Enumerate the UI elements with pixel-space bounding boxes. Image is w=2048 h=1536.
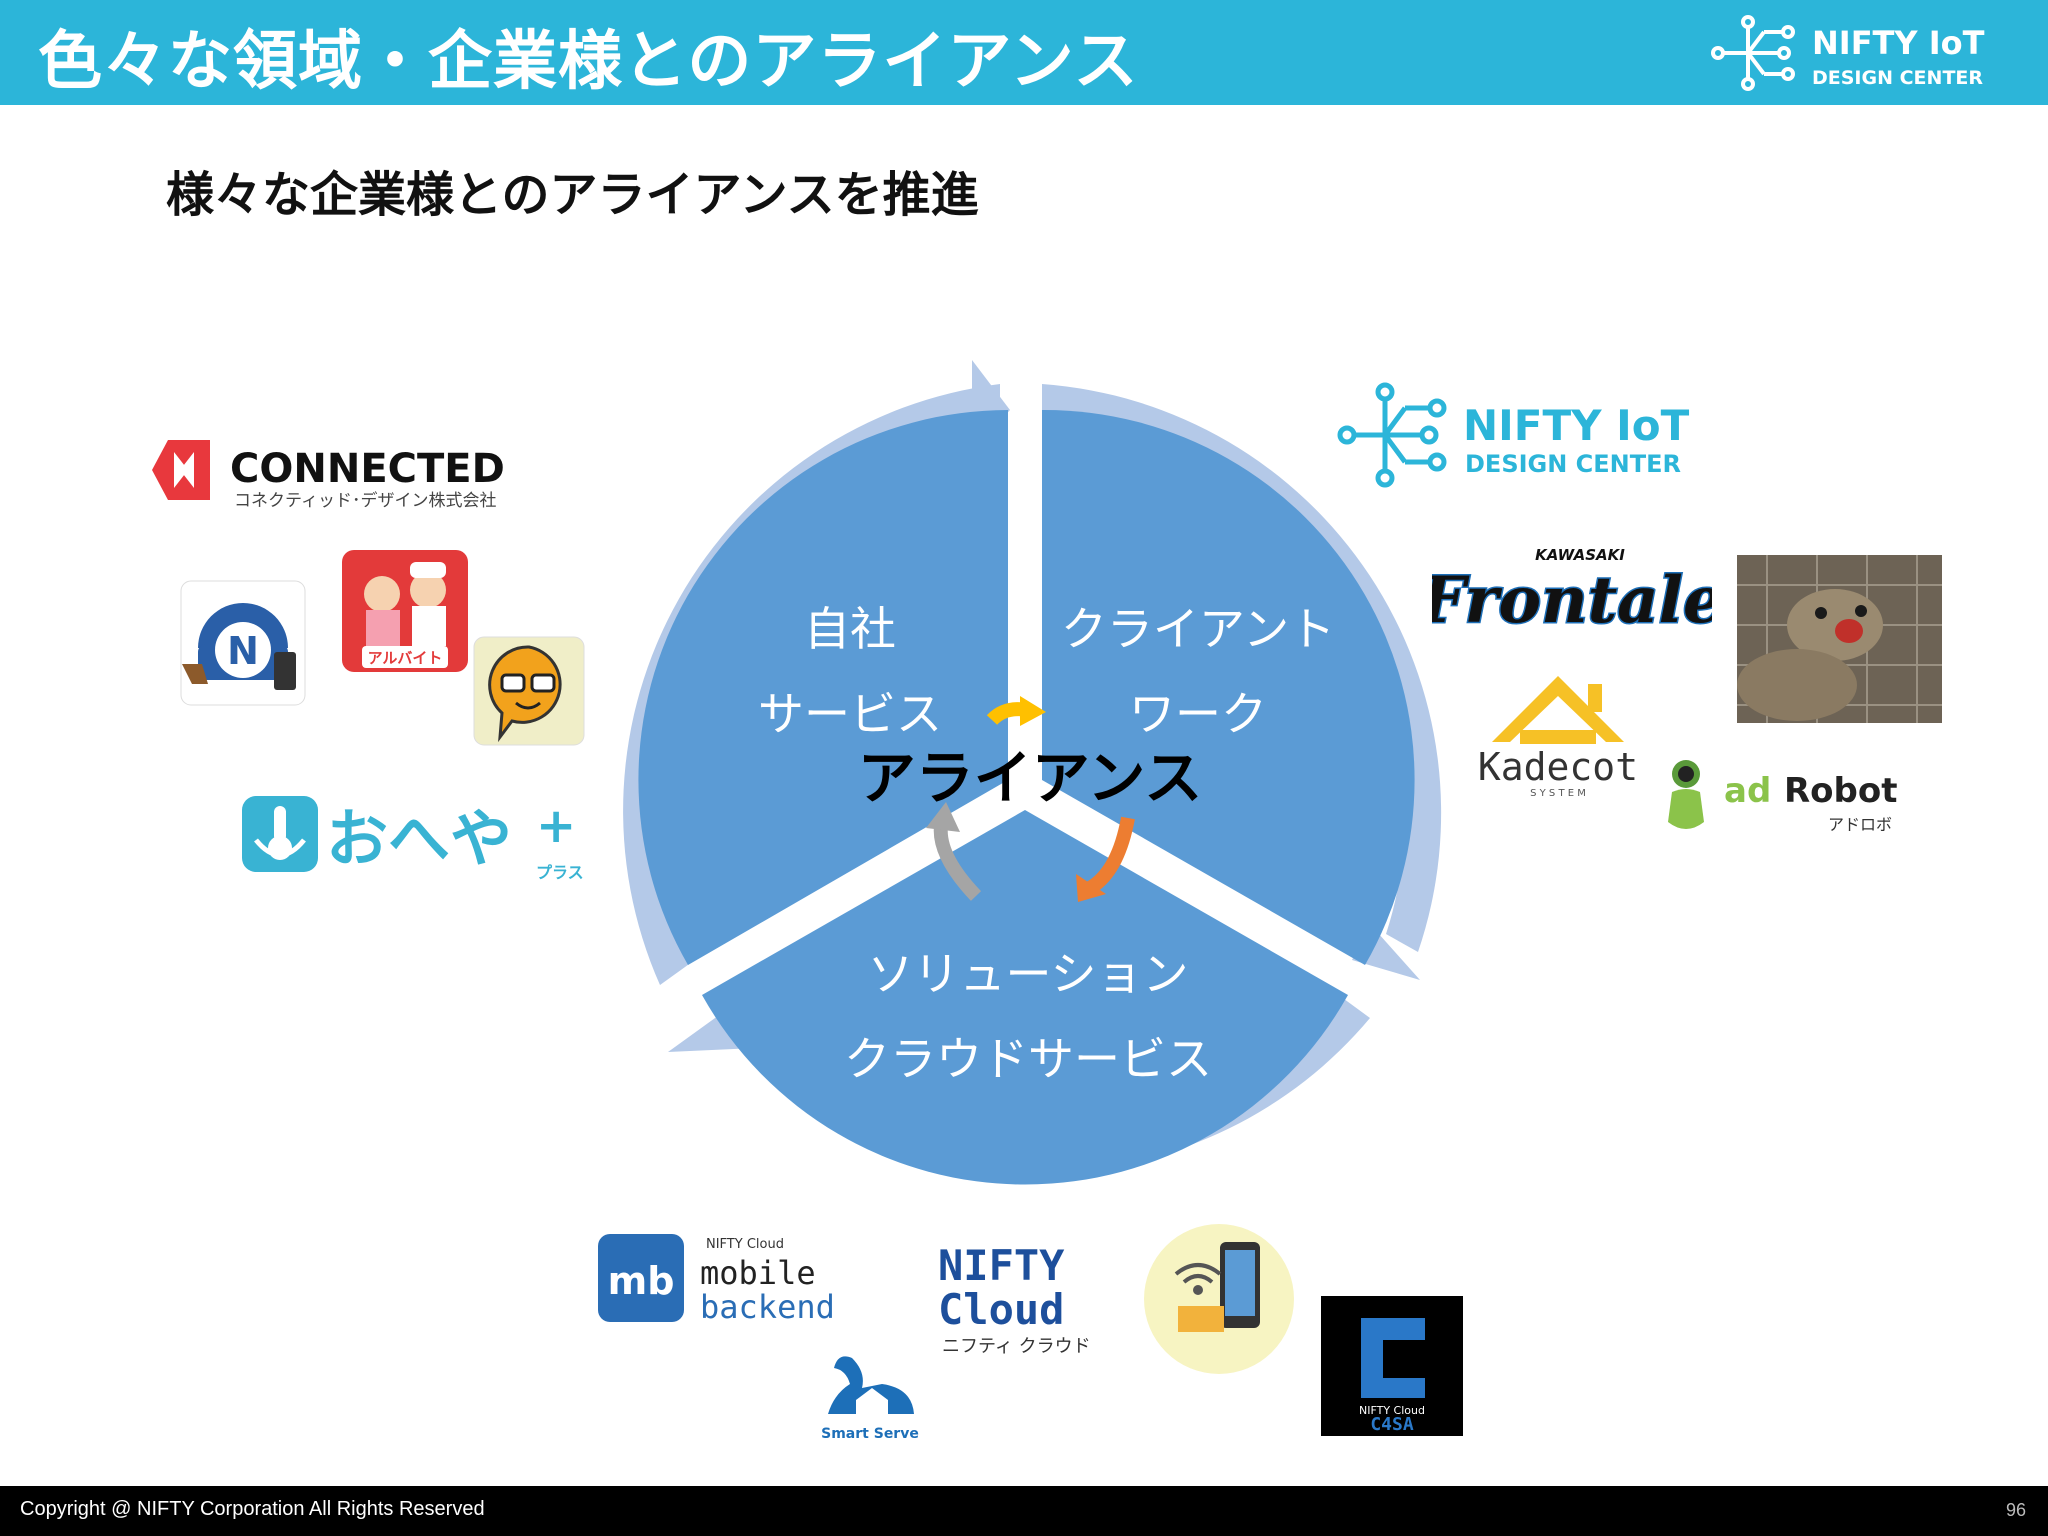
kadecot-logo: Kadecot S Y S T E M	[1480, 676, 1638, 799]
segment-own-line2: サービス	[758, 687, 942, 741]
iot-logo-line1: NIFTY IoT	[1463, 401, 1690, 450]
iot-logo-line2: DESIGN CENTER	[1465, 450, 1681, 478]
adrobot-logo: ad Robot アドロボ	[1668, 760, 1898, 834]
footer-bar: Copyright @ NIFTY Corporation All Rights…	[0, 1486, 2048, 1536]
pie-segment-client-work	[1042, 409, 1415, 965]
connected-name: CONNECTED	[230, 446, 505, 492]
arbeit-app-icon: アルバイト	[342, 550, 468, 672]
mb-line2: backend	[700, 1288, 835, 1326]
oheya-plus-sign: +	[536, 798, 576, 854]
frontale-main-text: Frontale	[1432, 563, 1712, 638]
mb-icon-text: mb	[608, 1259, 675, 1303]
oheya-main-text: おへや	[326, 802, 512, 875]
orange-character-app-icon	[473, 636, 585, 746]
connected-logo: CONNECTED コネクティッド･デザイン株式会社	[152, 440, 505, 510]
n-wallet-app-icon: N	[180, 580, 306, 706]
header-logo-line1: NIFTY IoT	[1812, 24, 1985, 62]
c4sa-main-text: C4SA	[1370, 1414, 1414, 1435]
nifty-cloud-mobile-backend-logo: mb NIFTY Cloud mobile backend	[598, 1234, 835, 1326]
nifty-cloud-logo: NIFTY Cloud ニフティ クラウド	[938, 1241, 1091, 1357]
page-number: 96	[2005, 1500, 2026, 1520]
segment-client-line1: クライアント	[1061, 602, 1335, 656]
oheya-subtitle: プラス	[536, 863, 584, 882]
nifty-iot-design-center-logo: NIFTY IoT DESIGN CENTER	[1337, 382, 1690, 488]
smart-serve-text: Smart Serve	[821, 1426, 919, 1442]
iot-device-icon	[1144, 1224, 1294, 1374]
kawasaki-frontale-logo: KAWASAKI Frontale	[1432, 546, 1712, 640]
nifty-cloud-line1: NIFTY	[938, 1241, 1065, 1290]
segment-client-line2: ワーク	[1129, 687, 1267, 741]
c4sa-small-text: NIFTY Cloud	[1359, 1404, 1425, 1417]
inner-arrow-orange	[1086, 816, 1135, 895]
segment-own-line1: 自社	[804, 602, 896, 656]
segment-solution-line2: クラウドサービス	[844, 1032, 1212, 1086]
frontale-small-text: KAWASAKI	[1535, 546, 1625, 564]
arbeit-label: アルバイト	[368, 649, 443, 667]
connected-subtitle: コネクティッド･デザイン株式会社	[234, 490, 496, 510]
network-icon	[1337, 382, 1447, 488]
adrobot-robot-text: Robot	[1784, 771, 1898, 811]
slide-title: 色々な領域・企業様とのアライアンス	[38, 25, 1139, 99]
header-logo-line2: DESIGN CENTER	[1812, 67, 1983, 89]
slide-subtitle: 様々な企業様とのアライアンスを推進	[166, 167, 979, 223]
mongoose-photo	[1737, 555, 1942, 723]
kadecot-main-text: Kadecot	[1480, 745, 1638, 789]
ring-arc-left	[623, 384, 1000, 985]
kadecot-subtitle: S Y S T E M	[1530, 788, 1586, 799]
nifty-cloud-c4sa-logo: NIFTY Cloud C4SA	[1321, 1296, 1463, 1436]
oheya-plus-logo: おへや + プラス	[242, 796, 584, 882]
inner-arrow-gray-head	[926, 802, 960, 832]
mb-small-text: NIFTY Cloud	[706, 1237, 784, 1252]
inner-arrow-orange-head	[1076, 874, 1106, 902]
nifty-iot-header-logo: NIFTY IoT DESIGN CENTER	[1711, 15, 1985, 91]
inner-arrow-yellow-head	[1020, 696, 1046, 726]
nifty-cloud-line2: Cloud	[938, 1285, 1064, 1334]
smart-serve-logo: Smart Serve	[821, 1356, 919, 1442]
adrobot-subtitle: アドロボ	[1828, 815, 1892, 834]
pie	[638, 409, 1415, 1185]
pie-segment-own-services	[638, 410, 1008, 965]
nifty-cloud-subtitle: ニフティ クラウド	[942, 1336, 1091, 1357]
center-label-alliance: アライアンス	[858, 744, 1203, 812]
mb-line1: mobile	[700, 1254, 816, 1292]
alliance-cycle-diagram: 自社 サービス クライアント ワーク ソリューション クラウドサービス アライア…	[623, 360, 1442, 1185]
adrobot-ad-text: ad	[1724, 771, 1771, 811]
n-icon-letter: N	[227, 629, 259, 673]
header-bar: 色々な領域・企業様とのアライアンス NIFTY IoT DESIGN CENTE…	[0, 0, 2048, 105]
segment-solution-line1: ソリューション	[867, 947, 1188, 1001]
pie-segment-solution-cloud	[702, 810, 1348, 1185]
ring-arc-right	[1042, 384, 1442, 952]
copyright-text: Copyright @ NIFTY Corporation All Rights…	[20, 1498, 485, 1520]
network-icon	[1711, 15, 1795, 91]
